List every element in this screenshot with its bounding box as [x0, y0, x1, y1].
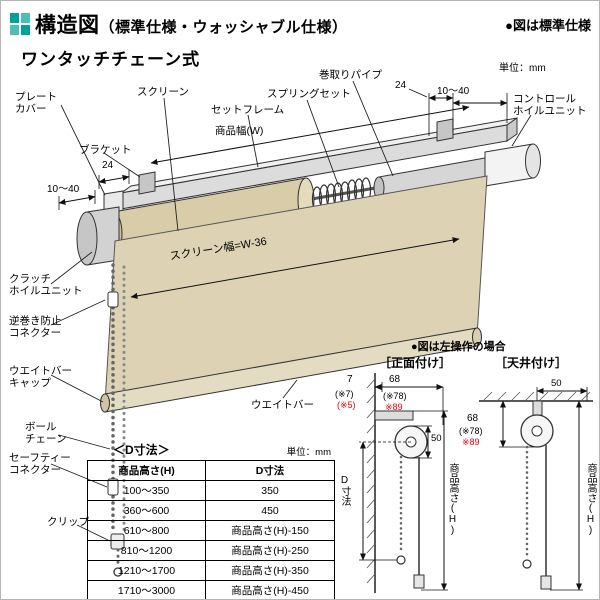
- dim-left-range: 10〜40: [47, 184, 80, 195]
- front-dim-d: D寸法: [339, 475, 350, 506]
- front-dim-68-note-red: ※89: [385, 402, 403, 412]
- main-dimensions: [58, 88, 508, 299]
- ceiling-dim-68-note: (※78): [459, 426, 483, 436]
- ceiling-mount-title: ［天井付け］: [495, 356, 568, 370]
- front-dim-50: 50: [431, 433, 442, 444]
- page-title: 構造図（標準仕様・ウォッシャブル仕様）: [35, 9, 348, 39]
- clutch-unit-part: [76, 206, 120, 266]
- ceiling-dim-68: 68: [467, 413, 479, 424]
- table-header-row: 商品高さ(H) D寸法: [87, 460, 335, 481]
- label-control-unit: コントロール ホイルユニット: [513, 93, 587, 118]
- front-dim-height: 商品高さ(H): [447, 463, 458, 536]
- label-product-width: 商品幅(W): [215, 125, 264, 137]
- reverse-stop-connector-part: [107, 291, 119, 308]
- ceiling-dim-68-note-red: ※89: [462, 437, 480, 447]
- mechanism-title: ワンタッチチェーン式: [21, 50, 201, 69]
- label-screen: スクリーン: [137, 86, 189, 98]
- label-winding-pipe: 巻取りパイプ: [319, 69, 382, 81]
- table-unit-note: 単位：mm: [286, 447, 331, 458]
- label-set-frame: セットフレーム: [211, 104, 285, 116]
- label-weight-bar: ウエイトバー: [251, 399, 314, 411]
- page-title-paren: （標準仕様・ウォッシャブル仕様）: [99, 19, 348, 36]
- front-dim-7: 7: [347, 374, 353, 385]
- section-squares-icon: [9, 12, 31, 41]
- dim-right-24: 24: [395, 80, 407, 91]
- label-clutch-unit: クラッチ ホイルユニット: [9, 273, 83, 298]
- front-mount-title: ［正面付け］: [379, 356, 452, 370]
- front-mount-diagram: [359, 373, 448, 593]
- ceiling-dim-50: 50: [551, 378, 562, 389]
- col-product-height: 商品高さ(H): [87, 460, 206, 481]
- dim-left-24: 24: [102, 160, 114, 171]
- label-weight-bar-cap: ウエイトバー キャップ: [9, 365, 72, 390]
- dim-right-range: 10〜40: [437, 86, 470, 97]
- front-dim-68: 68: [389, 374, 401, 385]
- label-ball-chain: ボール チェーン: [25, 421, 67, 446]
- label-plate-cover: プレート カバー: [15, 91, 57, 116]
- unit-note: 単位：mm: [499, 63, 546, 74]
- col-d-dimension: D寸法: [205, 460, 335, 481]
- front-dim-7-note-red: (※5): [337, 400, 356, 410]
- left-operation-note: ●図は左操作の場合: [411, 341, 506, 353]
- front-dim-7-note: (※7): [335, 389, 354, 399]
- table-title: ＜D寸法＞: [113, 443, 170, 457]
- leader-lines: [50, 80, 532, 542]
- label-safety-connector: セーフティー コネクター: [9, 452, 71, 477]
- label-reverse-stop-connector: 逆巻き防止 コネクター: [9, 315, 62, 340]
- label-clip: クリップ: [47, 516, 89, 528]
- ceiling-mount-diagram: [479, 387, 593, 591]
- front-dim-68-note: (※78): [383, 391, 407, 401]
- weight-bar-part: [100, 327, 482, 413]
- weight-bar-cap-part: [100, 393, 110, 413]
- standard-spec-note: ●図は標準仕様: [505, 18, 591, 33]
- label-bracket: ブラケット: [79, 144, 132, 156]
- page-title-main: 構造図: [35, 14, 100, 37]
- ceiling-dim-height: 商品高さ(H): [585, 463, 596, 536]
- label-spring-set: スプリングセット: [267, 88, 351, 100]
